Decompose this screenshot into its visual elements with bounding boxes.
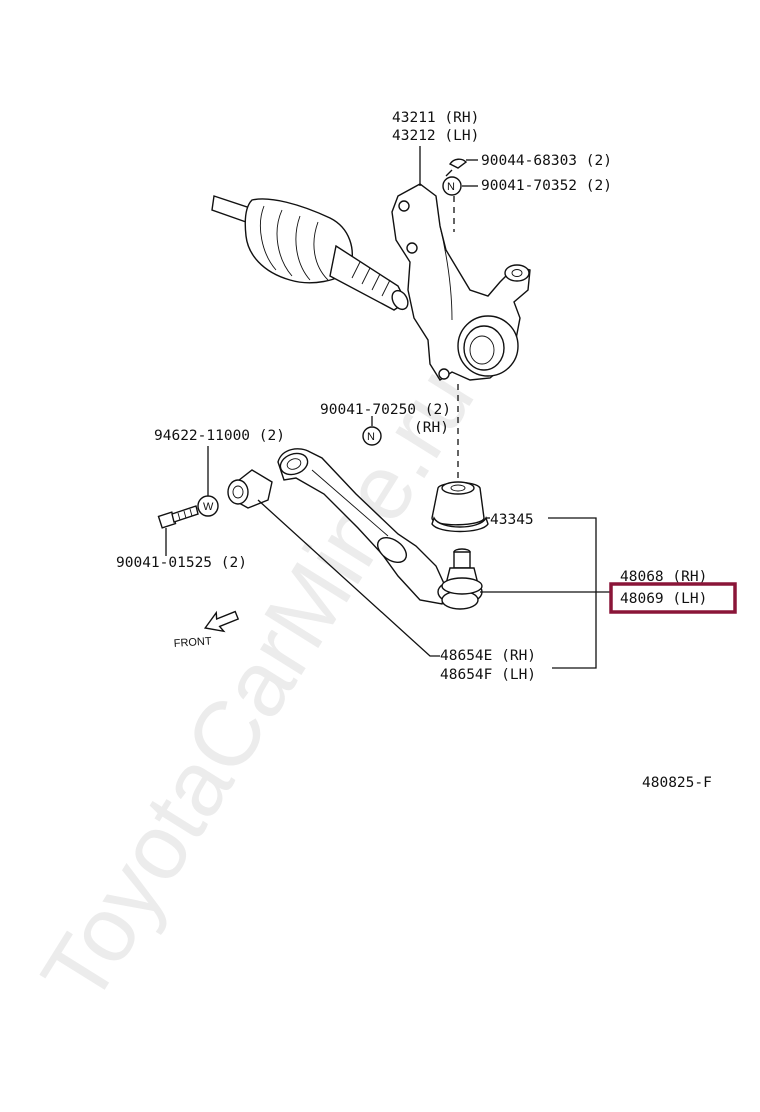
label-48069[interactable]: 48069 (LH)	[620, 591, 707, 607]
dust-boot[interactable]	[431, 481, 489, 533]
label-90041-01525: 90041-01525 (2)	[116, 555, 247, 571]
bolt[interactable]	[157, 505, 199, 529]
leader-lines	[165, 146, 612, 669]
label-43211: 43211 (RH)	[392, 110, 479, 126]
diagram-code: 480825-F	[642, 775, 712, 791]
label-48654E: 48654E (RH)	[440, 648, 536, 664]
label-90044-68303: 90044-68303 (2)	[481, 153, 612, 169]
steering-knuckle[interactable]	[391, 183, 531, 381]
nut-top[interactable]: N	[442, 176, 462, 196]
label-94622-11000: 94622-11000 (2)	[154, 428, 285, 444]
label-48068: 48068 (RH)	[620, 569, 707, 585]
highlight-box	[609, 582, 737, 614]
front-label: FRONT	[173, 635, 212, 650]
nut-mid-badge: N	[367, 431, 375, 443]
label-90041-70250-sub: (RH)	[414, 420, 449, 436]
label-90041-70352: 90041-70352 (2)	[481, 178, 612, 194]
bushing[interactable]	[227, 469, 273, 509]
cotter-pin[interactable]	[445, 158, 468, 177]
drive-shaft[interactable]	[211, 195, 411, 312]
nut-top-badge: N	[447, 181, 455, 193]
label-43212: 43212 (LH)	[392, 128, 479, 144]
washer-w[interactable]: W	[197, 495, 219, 517]
nut-mid[interactable]: N	[362, 426, 382, 446]
label-90041-70250: 90041-70250 (2)	[320, 402, 451, 418]
front-arrow-icon	[203, 610, 240, 633]
watermark: ToyotaCarMine.ru	[22, 351, 493, 1021]
label-48654F: 48654F (LH)	[440, 667, 536, 683]
ball-joint[interactable]	[441, 548, 483, 595]
washer-badge: W	[203, 501, 214, 513]
label-43345: 43345	[490, 512, 534, 528]
